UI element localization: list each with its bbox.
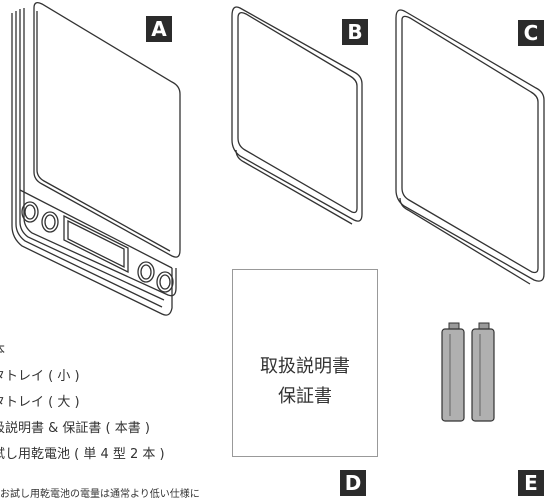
label-a-badge: A (146, 16, 172, 42)
manual-title: 取扱説明書 (260, 356, 350, 377)
manual-subtitle: 保証書 (278, 386, 332, 407)
label-b-badge: B (342, 19, 368, 45)
large-tray-illustration (395, 9, 545, 285)
label-e-badge: E (518, 470, 544, 496)
label-c-badge: C (518, 20, 544, 46)
package-contents-list: 本 タトレイ ( 小 ) タトレイ ( 大 ) 扱説明書 & 保証書 ( 本書 … (0, 338, 165, 468)
manual-warranty-sheet: 取扱説明書 保証書 (232, 269, 378, 457)
batteries-illustration (441, 322, 495, 422)
contents-item: タトレイ ( 小 ) (0, 369, 80, 384)
small-tray-illustration (231, 6, 363, 225)
contents-item: タトレイ ( 大 ) (0, 395, 80, 410)
contents-item: 本 (0, 338, 165, 364)
label-d-badge: D (340, 470, 366, 496)
battery-footnote: お試し用乾電池の電量は通常より低い仕様に (0, 489, 200, 500)
contents-item: 扱説明書 & 保証書 ( 本書 ) (0, 421, 150, 436)
contents-item: 試し用乾電池 ( 単 4 型 2 本 ) (0, 447, 165, 462)
scale-body-illustration (11, 2, 181, 316)
